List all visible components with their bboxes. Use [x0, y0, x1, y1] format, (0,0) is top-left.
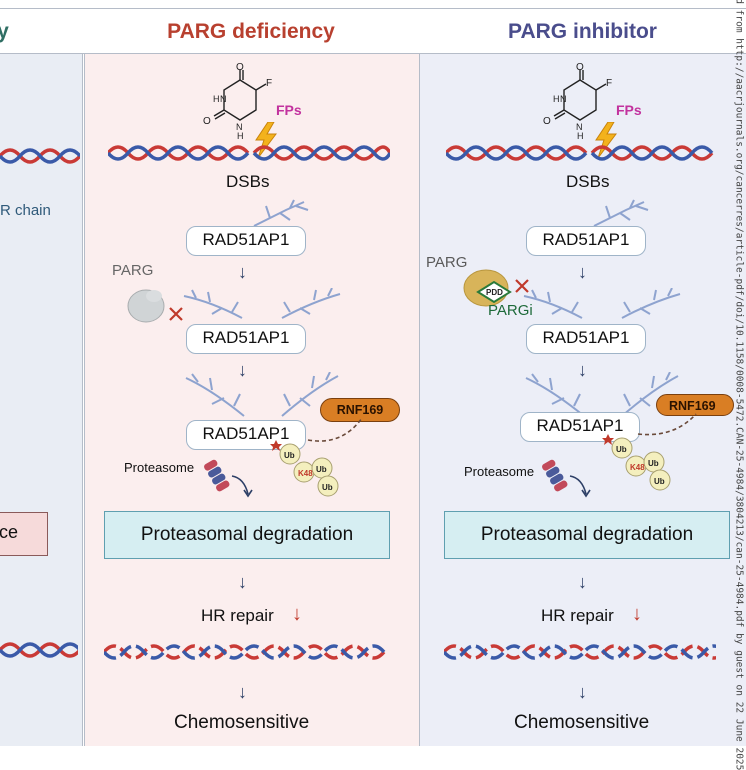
parg-block-x-icon-right — [515, 279, 529, 293]
dna-broken-mid — [104, 644, 386, 660]
fluorine-label: F — [266, 78, 272, 89]
hr-repair-label-right: HR repair — [541, 606, 614, 625]
rad51ap1-box-r2: RAD51AP1 — [526, 324, 646, 354]
ubiquitin-chain-icon-right: Ub K48 Ub Ub — [602, 413, 697, 491]
fps-label-right: FPs — [616, 102, 642, 118]
down-arrow-r4: ↓ — [578, 682, 587, 702]
mid-panel-title: PARG deficiency — [167, 20, 335, 43]
down-arrow-r1: ↓ — [578, 262, 587, 282]
proteasome-label: Proteasome — [124, 460, 195, 475]
par-chain-icon-r3 — [525, 372, 679, 417]
fluorouracil-molecule-icon-right: O F O H N N H — [543, 62, 612, 140]
rad51ap1-box-r1: RAD51AP1 — [526, 226, 646, 256]
ubiquitin-chain-icon: Ub K48 Ub Ub — [270, 417, 363, 497]
download-watermark: ed from http://aacrjournals.org/cancerre… — [716, 0, 746, 770]
ub-label-r3: Ub — [654, 477, 665, 486]
fluorine-label-right: F — [606, 78, 612, 89]
down-arrow-r2: ↓ — [578, 360, 587, 380]
parg-enzyme-icon — [127, 289, 165, 323]
par-chain-icon-3 — [185, 372, 339, 417]
down-arrow-3: ↓ — [238, 572, 247, 592]
dna-top-right — [446, 145, 714, 161]
ub-label-r1: Ub — [616, 445, 627, 454]
down-arrow-1: ↓ — [238, 262, 247, 282]
lightning-icon-right — [595, 122, 617, 158]
ub-label-2: Ub — [316, 465, 327, 474]
hr-repair-down-arrow-right: ↓ — [632, 603, 642, 625]
oxygen-left-label: O — [203, 116, 211, 127]
right-panel-title: PARG inhibitor — [508, 20, 657, 43]
proteasome-icon — [204, 459, 230, 492]
chemosensitive-label: Chemosensitive — [174, 712, 310, 733]
left-outcome-box: ce — [0, 512, 48, 556]
hr-repair-label: HR repair — [201, 606, 274, 625]
nh-top-h-label-right: H — [553, 94, 560, 104]
hr-repair-down-arrow: ↓ — [292, 603, 302, 625]
proteasome-icon-right — [542, 459, 568, 492]
left-outcome-box-text: ce — [0, 522, 19, 542]
k48-label: K48 — [298, 469, 313, 478]
proteasome-label-right: Proteasome — [464, 464, 535, 479]
nh-bottom-h-label-right: H — [577, 131, 584, 140]
curved-arrow-right — [569, 475, 591, 498]
rad51ap1-box-2: RAD51AP1 — [186, 324, 306, 354]
dsbs-label: DSBs — [226, 172, 270, 191]
nh-top-n-label-right: N — [560, 94, 567, 104]
ub-label-1: Ub — [284, 451, 295, 460]
left-dna-bottom — [0, 642, 78, 658]
rad51ap1-box-r3: RAD51AP1 — [520, 412, 640, 442]
curved-arrow-mid — [231, 475, 253, 498]
par-chain-icon-r1 — [593, 199, 649, 227]
fluorouracil-molecule-icon: O F O H N N H — [203, 62, 272, 140]
oxygen-left-label-right: O — [543, 116, 551, 127]
dsbs-label-right: DSBs — [566, 172, 610, 191]
parg-inhibited-enzyme-icon: PDD — [463, 269, 512, 307]
nh-bottom-h-label: H — [237, 131, 244, 140]
left-panel-title: y — [0, 20, 9, 43]
dna-broken-right — [444, 644, 716, 660]
par-chain-icon-2 — [183, 288, 341, 319]
pargi-label: PARGi — [488, 302, 533, 319]
proteasomal-degradation-box-right: Proteasomal degradation — [444, 511, 730, 559]
chemosensitive-label-right: Chemosensitive — [514, 712, 650, 733]
download-watermark-text: ed from http://aacrjournals.org/cancerre… — [733, 0, 745, 770]
rad51ap1-box-3: RAD51AP1 — [186, 420, 306, 450]
down-arrow-r3: ↓ — [578, 572, 587, 592]
ub-label-3: Ub — [322, 483, 333, 492]
proteasomal-degradation-box: Proteasomal degradation — [104, 511, 390, 559]
par-chain-icon-r2 — [523, 288, 681, 319]
left-dna-top — [0, 148, 80, 164]
par-chain-icon-1 — [253, 199, 309, 227]
parg-label-right: PARG — [426, 254, 468, 271]
left-panel — [0, 54, 83, 746]
header-bar — [0, 8, 746, 54]
rad51ap1-box-1: RAD51AP1 — [186, 226, 306, 256]
oxygen-top-label-right: O — [576, 62, 584, 73]
nh-bottom-n-label-right: N — [576, 122, 583, 132]
ub-label-r2: Ub — [648, 459, 659, 468]
nh-top-h-label: H — [213, 94, 220, 104]
dna-top-mid — [108, 145, 390, 161]
down-arrow-2: ↓ — [238, 360, 247, 380]
nh-bottom-n-label: N — [236, 122, 243, 132]
down-arrow-4: ↓ — [238, 682, 247, 702]
k48-label-right: K48 — [630, 463, 645, 472]
parg-label: PARG — [112, 262, 154, 279]
pdd-label: PDD — [486, 288, 503, 297]
fps-label: FPs — [276, 102, 302, 118]
parg-block-x-icon — [169, 307, 183, 321]
left-hr-chain-label: R chain — [0, 202, 51, 219]
nh-top-n-label: N — [220, 94, 227, 104]
oxygen-top-label: O — [236, 62, 244, 73]
rnf169-badge-right: RNF169 — [656, 394, 734, 416]
